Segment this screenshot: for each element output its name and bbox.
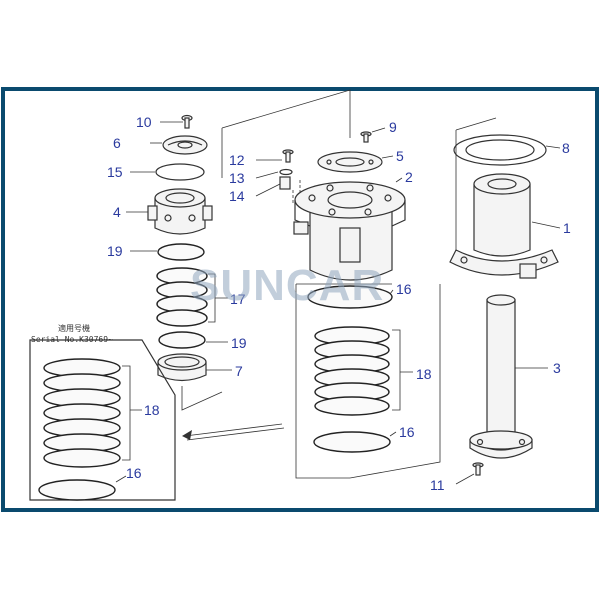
part-3-shaft — [469, 294, 533, 459]
serial-variant-box — [29, 339, 176, 501]
right-frame — [455, 117, 497, 258]
callout-12: 12 — [229, 152, 245, 168]
part-18-ring-stack — [314, 326, 390, 416]
part-19-ring-lower — [158, 331, 206, 349]
callout-14: 14 — [229, 188, 245, 204]
serial-note-line1: 適用号機 — [58, 323, 90, 333]
part-8-gasket — [453, 134, 547, 166]
callout-9: 9 — [389, 119, 397, 135]
part-15-shim — [155, 163, 205, 181]
part-5-plate — [317, 151, 383, 173]
callout-7: 7 — [235, 363, 243, 379]
callout-16-variant: 16 — [126, 465, 142, 481]
leader-8 — [545, 145, 561, 149]
callout-18-variant: 18 — [144, 402, 160, 418]
callout-13: 13 — [229, 170, 245, 186]
leader-9 — [371, 127, 386, 133]
leader-11 — [455, 473, 475, 485]
callout-16-upper: 16 — [396, 281, 412, 297]
part-11-bolt — [472, 462, 484, 476]
callout-16-lower: 16 — [399, 424, 415, 440]
callout-2: 2 — [405, 169, 413, 185]
direction-arrow — [182, 423, 285, 441]
callout-5: 5 — [396, 148, 404, 164]
callout-19-lower: 19 — [231, 335, 247, 351]
serial-note-line2: Serial No.K30769~ — [31, 335, 113, 344]
part-7-bushing — [157, 353, 207, 382]
part-1-cylinder — [449, 173, 559, 279]
part-4-collar — [147, 188, 213, 235]
part-14-key — [279, 176, 291, 190]
callout-3: 3 — [553, 360, 561, 376]
part-19-ring-upper — [157, 243, 205, 261]
part-9-bolt — [360, 131, 372, 143]
variant-ring-stack — [43, 358, 121, 468]
callout-17: 17 — [230, 291, 246, 307]
bracket-17 — [208, 273, 228, 323]
bracket-18 — [392, 329, 413, 411]
leader-13 — [255, 171, 279, 179]
watermark: SUNCAR — [190, 261, 384, 310]
leader-14 — [255, 183, 281, 197]
part-16-ring-upper — [307, 285, 393, 309]
variant-ring-16 — [38, 479, 116, 501]
leader-5 — [381, 155, 394, 159]
callout-15: 15 — [107, 164, 123, 180]
callout-1: 1 — [563, 220, 571, 236]
part-10-bolt — [181, 114, 193, 129]
connector-7 — [181, 386, 223, 411]
leader-16-upper — [389, 289, 394, 295]
callout-10: 10 — [136, 114, 152, 130]
bracket-18-variant — [122, 365, 142, 461]
part-13-washer — [279, 168, 293, 176]
leader-1 — [531, 221, 561, 229]
center-frame-top — [221, 89, 351, 178]
callout-11: 11 — [430, 477, 445, 493]
part-2-housing — [293, 181, 406, 281]
callout-8: 8 — [562, 140, 570, 156]
callout-6: 6 — [113, 135, 121, 151]
center-frame-right — [349, 284, 441, 479]
part-6-cap — [162, 135, 208, 155]
callout-18-center: 18 — [416, 366, 432, 382]
leader-16-lower — [389, 431, 397, 437]
leader-2 — [395, 177, 403, 183]
leader-16-variant — [115, 475, 127, 483]
part-16-ring-lower — [313, 431, 391, 453]
center-frame — [295, 283, 392, 479]
callout-4: 4 — [113, 204, 121, 220]
callout-19-upper: 19 — [107, 243, 123, 259]
part-17-ring-stack — [156, 267, 208, 327]
part-12-bolt — [282, 149, 294, 163]
